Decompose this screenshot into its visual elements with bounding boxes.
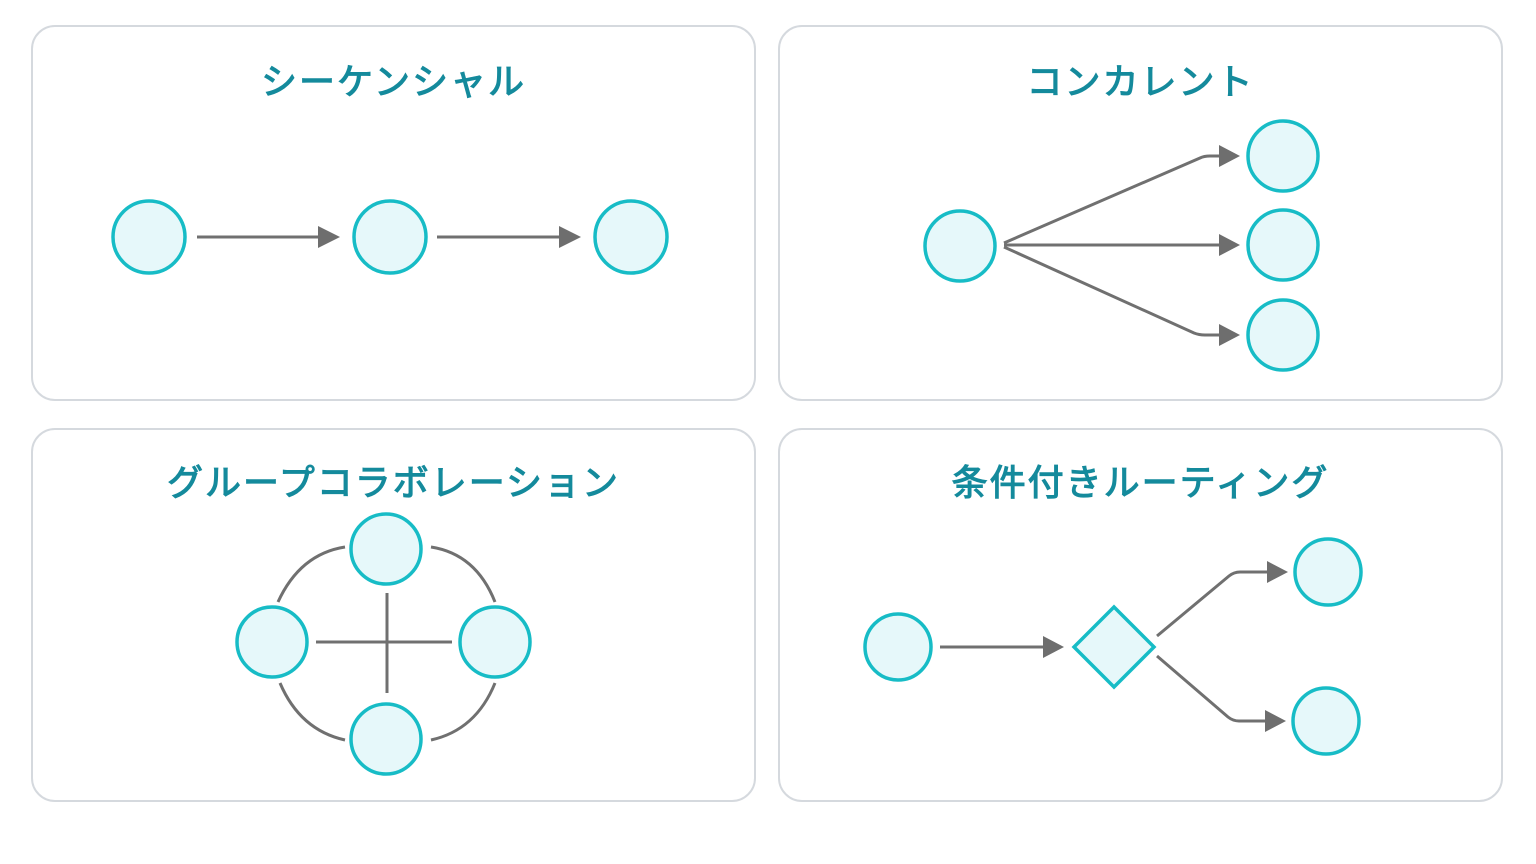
panel-title-sequential: シーケンシャル — [261, 62, 526, 103]
panel-title-conditional-routing: 条件付きルーティング — [951, 463, 1330, 504]
panel-sequential: シーケンシャル — [31, 25, 756, 401]
panel-concurrent: コンカレント — [778, 25, 1503, 401]
panel-group-collaboration: グループコラボレーション — [31, 428, 756, 802]
panel-title-concurrent: コンカレント — [1026, 62, 1255, 103]
panel-title-group-collaboration: グループコラボレーション — [166, 463, 621, 504]
panel-conditional-routing: 条件付きルーティング — [778, 428, 1503, 802]
